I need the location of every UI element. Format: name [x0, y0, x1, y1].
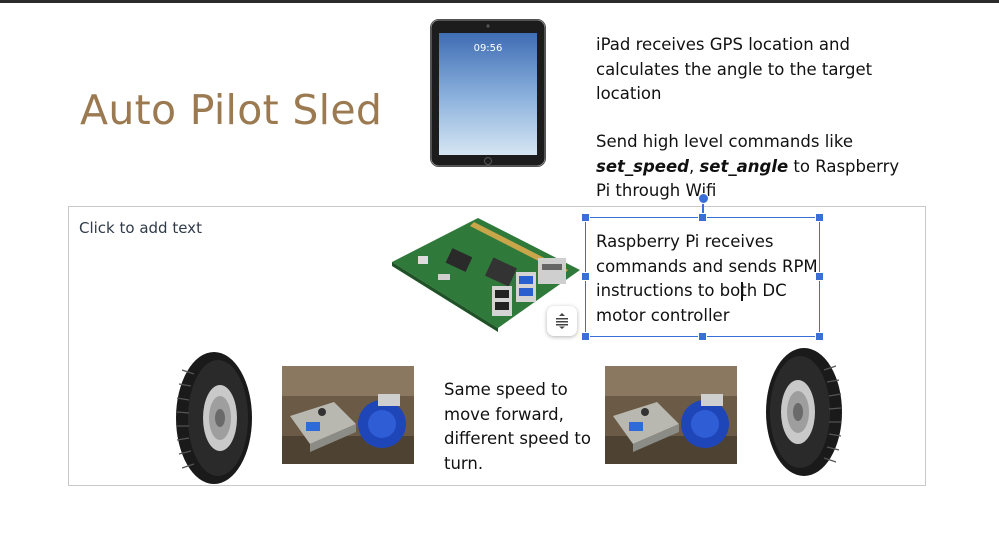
text-cursor [741, 282, 743, 301]
resize-handle-top-left[interactable] [581, 213, 590, 222]
align-vertical-icon [556, 313, 568, 329]
motor-controller-photo-right[interactable] [605, 366, 737, 464]
resize-handle-bottom-right[interactable] [815, 332, 824, 341]
set-speed-command: set_speed [596, 156, 689, 176]
content-placeholder[interactable] [68, 206, 926, 486]
rotate-handle[interactable] [698, 193, 709, 204]
motor-controller-photo-left[interactable] [282, 366, 414, 464]
window-top-border [0, 0, 999, 3]
raspberry-pi-image[interactable] [388, 212, 584, 332]
left-tire-image[interactable] [172, 350, 256, 486]
rotation-line [702, 200, 704, 217]
placeholder-text[interactable]: Click to add text [79, 219, 202, 237]
slide-title[interactable]: Auto Pilot Sled [80, 86, 383, 134]
commands-suffix: to Raspberry Pi through Wifi [596, 156, 900, 201]
raspberry-pi-text[interactable]: Raspberry Pi receives commands and sends… [596, 232, 818, 325]
text-selection-frame[interactable] [585, 217, 820, 337]
set-angle-command: set_angle [699, 156, 789, 176]
resize-handle-top-right[interactable] [815, 213, 824, 222]
layout-options-button[interactable] [547, 306, 577, 336]
ipad-gps-text[interactable]: iPad receives GPS location and calculate… [596, 35, 873, 103]
resize-handle-bottom[interactable] [698, 332, 707, 341]
speed-text[interactable]: Same speed to move forward, different sp… [444, 380, 591, 473]
resize-handle-right[interactable] [815, 272, 824, 281]
resize-handle-bottom-left[interactable] [581, 332, 590, 341]
commands-text[interactable]: Send high level commands like set_speed,… [596, 130, 906, 204]
ipad-image[interactable]: 09:56 [428, 18, 552, 170]
ipad-clock: 09:56 [474, 43, 503, 54]
resize-handle-left[interactable] [581, 272, 590, 281]
commands-separator: , [688, 156, 700, 176]
commands-prefix: Send high level commands like [596, 132, 853, 151]
right-tire-image[interactable] [762, 346, 846, 478]
resize-handle-top[interactable] [698, 213, 707, 222]
